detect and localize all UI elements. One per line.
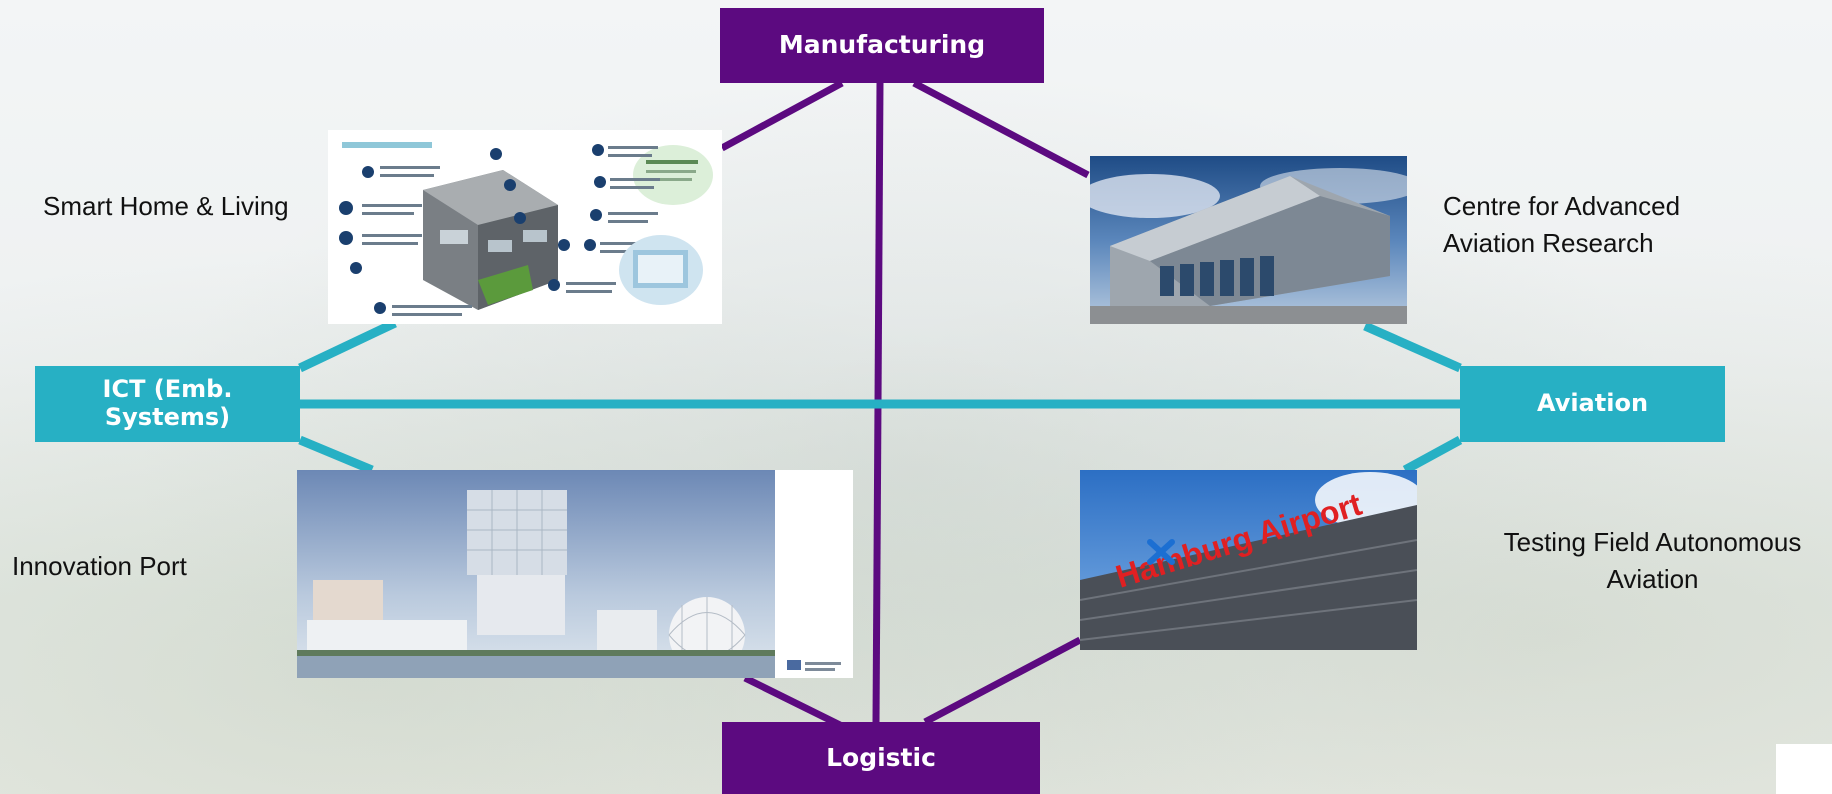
ict-label-line1: ICT (Emb.	[102, 375, 233, 404]
smart-home-image	[328, 130, 722, 324]
line-logistic-to-airport	[923, 636, 1082, 726]
corner-white-box	[1776, 744, 1832, 794]
manufacturing-label: Manufacturing	[778, 30, 986, 60]
hamburg-airport-image: Hamburg Airport	[1080, 470, 1417, 650]
caar-label: Centre for Advanced Aviation Research	[1443, 188, 1680, 262]
ict-node: ICT (Emb. Systems)	[35, 366, 300, 442]
line-manufacturing-to-caar	[912, 79, 1090, 179]
logistic-node: Logistic	[722, 722, 1040, 794]
line-aviation-to-airport	[1402, 436, 1463, 474]
innovation-port-text: Innovation Port	[12, 551, 187, 581]
line-ict-to-innovationport	[298, 435, 374, 475]
ict-label-line2: Systems)	[104, 403, 231, 431]
caar-text-line2: Aviation Research	[1443, 227, 1654, 258]
line-ict-to-smarthome	[298, 318, 397, 373]
line-logistic-to-innovationport	[743, 674, 842, 729]
innovation-port-label: Innovation Port	[12, 548, 187, 585]
smart-home-label: Smart Home & Living	[43, 188, 289, 225]
testing-field-text-line1: Testing Field Autonomous	[1503, 527, 1802, 557]
aviation-node: Aviation	[1460, 366, 1725, 442]
smart-home-text: Smart Home & Living	[43, 191, 289, 221]
testing-field-text-line2: Aviation	[1606, 563, 1699, 594]
aviation-label: Aviation	[1536, 389, 1649, 418]
manufacturing-node: Manufacturing	[720, 8, 1044, 83]
line-manufacturing-to-smarthome	[720, 79, 844, 152]
logistic-label: Logistic	[826, 742, 936, 772]
caar-building-image	[1090, 156, 1407, 324]
innovation-port-image	[297, 470, 853, 678]
caar-text-line1: Centre for Advanced	[1443, 191, 1681, 221]
line-aviation-to-caar	[1363, 321, 1462, 373]
testing-field-label: Testing Field Autonomous Aviation	[1490, 524, 1815, 598]
